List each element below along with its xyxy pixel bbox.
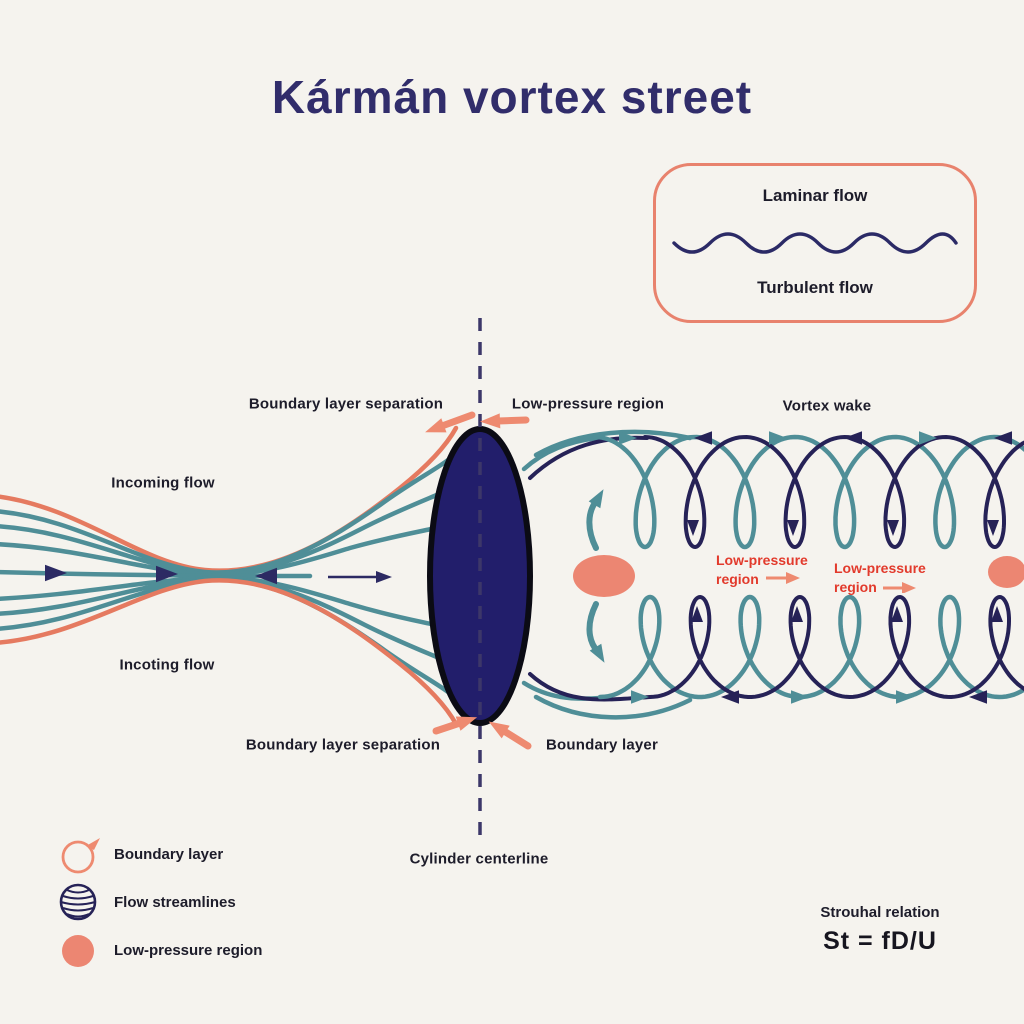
wake-coil-curve xyxy=(648,594,1024,700)
arrowhead-icon xyxy=(488,721,510,739)
arrowhead-icon xyxy=(791,606,803,622)
arrowhead-icon xyxy=(691,606,703,622)
right-arrow-icon xyxy=(765,571,801,590)
turbulent-flow-label: Turbulent flow xyxy=(757,278,873,297)
arrowhead-icon xyxy=(991,606,1003,622)
cylinder-centerline-label: Cylinder centerline xyxy=(409,850,549,868)
arrowhead-icon xyxy=(45,564,67,582)
wake-connector-arcs xyxy=(521,429,693,720)
arrowhead-icon xyxy=(987,520,999,536)
incoming-streamlines xyxy=(0,425,459,727)
low-pressure-region-top-label: Low-pressure region xyxy=(511,395,665,413)
legend-label: Flow streamlines xyxy=(114,893,236,911)
low-pressure-wake-label-2: Low-pressure region xyxy=(834,559,926,598)
legend-label: Boundary layer xyxy=(114,845,224,863)
legend-label: Low-pressure region xyxy=(114,941,263,959)
arrowhead-icon xyxy=(791,690,809,704)
wake-coil-curve xyxy=(643,434,1024,550)
arrowhead-icon xyxy=(156,565,178,583)
low-pressure-wake-line2: region xyxy=(716,571,759,587)
low-pressure-wake-line1: Low-pressure xyxy=(716,552,808,568)
arrowhead-icon xyxy=(969,690,987,704)
vortex-wake-curves xyxy=(592,434,1024,700)
low-pressure-wake-line1: Low-pressure xyxy=(834,560,926,576)
incoming-flow-label: Incoming flow xyxy=(111,474,215,492)
page-title: Kármán vortex street xyxy=(271,71,753,123)
wavy-line-icon xyxy=(672,232,958,254)
low-pressure-blob xyxy=(988,556,1024,588)
arrowhead-icon xyxy=(425,418,447,433)
arrowhead-icon xyxy=(588,489,604,509)
wake-coil-curve xyxy=(597,594,1024,700)
arrowhead-icon xyxy=(694,431,712,445)
vortex-wake-label: Vortex wake xyxy=(782,397,872,415)
flow-arrows xyxy=(45,411,1012,750)
arrowhead-icon xyxy=(619,431,637,445)
pressure-arrow xyxy=(494,416,530,425)
low-pressure-wake-label-1: Low-pressure region xyxy=(716,551,808,590)
pressure-arrow xyxy=(500,727,532,750)
arrowhead-icon xyxy=(255,567,277,585)
arrowhead-icon xyxy=(787,520,799,536)
legend-row-boundary-layer: Boundary layer xyxy=(56,830,262,878)
wake-coil-curve xyxy=(592,434,1024,550)
arrowhead-icon xyxy=(687,520,699,536)
flow-streamlines-icon xyxy=(56,879,102,925)
low-pressure-blob xyxy=(573,555,635,597)
right-arrow-icon xyxy=(882,579,917,598)
arrowhead-icon xyxy=(376,571,392,583)
strouhal-block: Strouhal relation St = fD/U xyxy=(820,904,939,956)
arrowhead-icon xyxy=(589,643,605,663)
arrowhead-icon xyxy=(769,431,787,445)
arrowhead-icon xyxy=(480,413,501,429)
arrowhead-icon xyxy=(631,690,649,704)
low-pressure-wake-line2: region xyxy=(834,579,877,595)
strouhal-formula: St = fD/U xyxy=(823,927,937,955)
arrowhead-icon xyxy=(994,431,1012,445)
arrowhead-icon xyxy=(721,690,739,704)
arrowhead-icon xyxy=(896,690,914,704)
strouhal-title: Strouhal relation xyxy=(820,904,940,921)
laminar-flow-label: Laminar flow xyxy=(762,186,868,205)
arrowhead-icon xyxy=(891,606,903,622)
arrowhead-icon xyxy=(455,716,478,731)
boundary-layer-icon xyxy=(56,831,102,877)
incoting-flow-label: Incoting flow xyxy=(119,656,215,674)
flow-type-legend: Laminar flow Turbulent flow xyxy=(653,163,977,323)
pressure-arrow xyxy=(438,411,476,430)
pressure-arrow xyxy=(432,719,464,735)
legend-row-low-pressure: Low-pressure region xyxy=(56,926,262,974)
arrowhead-icon xyxy=(887,520,899,536)
low-pressure-blobs xyxy=(573,555,1024,597)
low-pressure-icon xyxy=(56,927,102,973)
arrowhead-icon xyxy=(844,431,862,445)
arrowhead-icon xyxy=(919,431,937,445)
boundary-layer-separation-top-label: Boundary layer separation xyxy=(248,395,444,413)
legend-row-flow-streamlines: Flow streamlines xyxy=(56,878,262,926)
boundary-layer-bottom-label: Boundary layer xyxy=(545,736,659,754)
cylinder xyxy=(427,426,533,726)
boundary-layer-separation-bottom-label: Boundary layer separation xyxy=(245,736,441,754)
symbol-legend: Boundary layer Flow streamlines xyxy=(56,830,262,974)
